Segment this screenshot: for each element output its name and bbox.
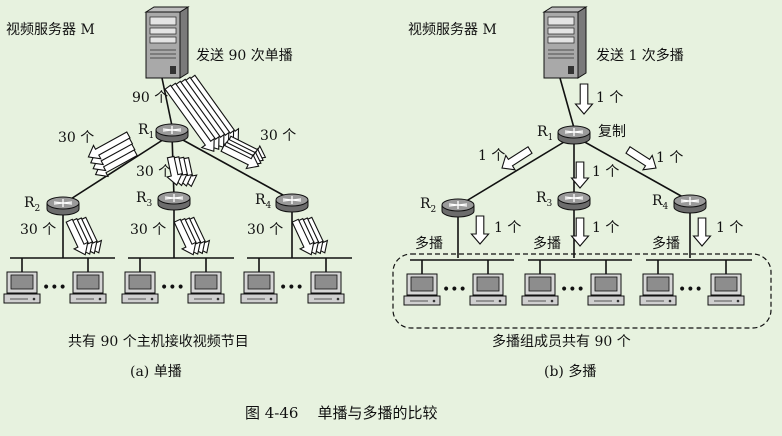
unicast-arrow-to-r1 [164,84,215,153]
host-ellipsis: ••• [560,282,585,298]
multicast-arrow-to-r4 [625,146,657,171]
server-label: 视频服务器 M [408,22,497,38]
host-ellipsis: ••• [442,282,467,298]
router-r2-label: R2 [24,195,40,214]
multicast-summary: 多播组成员共有 90 个 [492,333,631,350]
multicast-arrow-to-lan [470,215,490,245]
router-r1-label: R1 [537,124,553,143]
video-server-icon [145,6,189,79]
unicast-summary: 共有 90 个主机接收视频节目 [68,333,249,350]
router-r3-label: R3 [536,190,553,209]
host-computer-icon [521,273,559,306]
router-r3-label: R3 [136,190,153,209]
unicast-arrow-to-r4 [220,144,260,170]
multicast-arrow-to-r2 [501,146,533,171]
host-computer-icon [187,271,225,304]
unicast-arrow-to-lan [291,218,315,256]
router-r1-icon [155,123,189,143]
host-computer-icon [707,273,745,306]
multicast-arrows [470,83,712,247]
router-r1-label: R1 [138,122,154,141]
multicast-panel: 视频服务器 M 发送 1 次多播 R1 复 [392,6,772,380]
video-server-icon [543,6,587,79]
lan-count-1: 30 个 [20,222,56,238]
lan-count-2: 30 个 [130,222,166,238]
multicast-subcaption: (b) 多播 [544,363,596,380]
lan-count-3: 30 个 [247,222,283,238]
figure-caption: 图 4-46 单播与多播的比较 [245,404,438,422]
host-computer-icon [403,273,441,306]
router-r4-label: R4 [652,193,669,212]
unicast-arrow-to-r3 [165,155,183,186]
router-r2-icon [441,198,475,218]
host-ellipsis: ••• [42,280,67,296]
unicast-subcaption: (a) 单播 [130,364,182,380]
unicast-arrows [65,74,329,256]
host-computer-icon [3,271,41,304]
lan-buses [10,257,352,272]
host-computer-icon [469,273,507,306]
host-ellipsis: ••• [160,280,185,296]
count-to-r3: 30 个 [136,164,172,180]
multicast-arrow-to-lan [692,217,712,247]
send-label: 发送 1 次多播 [596,47,684,64]
count-top: 90 个 [132,90,168,106]
lan-buses [410,259,752,274]
send-label: 发送 90 次单播 [196,48,293,64]
host-computer-icon [307,271,345,304]
count-top: 1 个 [596,90,623,106]
count-to-r4: 30 个 [260,128,296,144]
count-to-r2: 30 个 [58,130,94,146]
router-r4-icon [275,193,309,213]
router-r2-label: R2 [420,196,436,215]
unicast-arrow-to-lan [173,218,197,256]
host-computer-icon [69,271,107,304]
multicast-label-1: 多播 [415,235,443,252]
copy-label: 复制 [598,123,626,140]
unicast-arrow-to-lan [65,218,89,256]
lan-count-1: 1 个 [494,220,521,236]
router-r4-icon [673,194,707,214]
multicast-label-2: 多播 [533,235,561,252]
multicast-arrow-to-r3 [570,161,590,189]
host-computer-icon [240,271,278,304]
lan-count-2: 1 个 [592,220,619,236]
host-computer-icon [121,271,159,304]
router-r1-icon [557,125,591,145]
host-computer-icon [639,273,677,306]
host-computer-icon [587,273,625,306]
count-to-r3: 1 个 [592,164,619,180]
lan-count-3: 1 个 [716,220,743,236]
multicast-arrow-to-lan [570,217,590,247]
router-r3-icon [157,191,191,211]
unicast-arrow-to-r2 [87,131,131,160]
count-to-r2: 1 个 [478,148,505,164]
host-ellipsis: ••• [678,282,703,298]
unicast-panel: 视频服务器 M 发送 90 次单播 [3,6,352,380]
server-label: 视频服务器 M [6,22,95,38]
multicast-arrow-to-r1 [574,83,594,115]
router-r2-icon [46,196,80,216]
count-to-r4: 1 个 [656,150,683,166]
router-r4-label: R4 [255,192,272,211]
router-r3-icon [557,191,591,211]
multicast-group-boundary [392,253,772,329]
host-ellipsis: ••• [279,280,304,296]
multicast-label-3: 多播 [652,235,680,252]
